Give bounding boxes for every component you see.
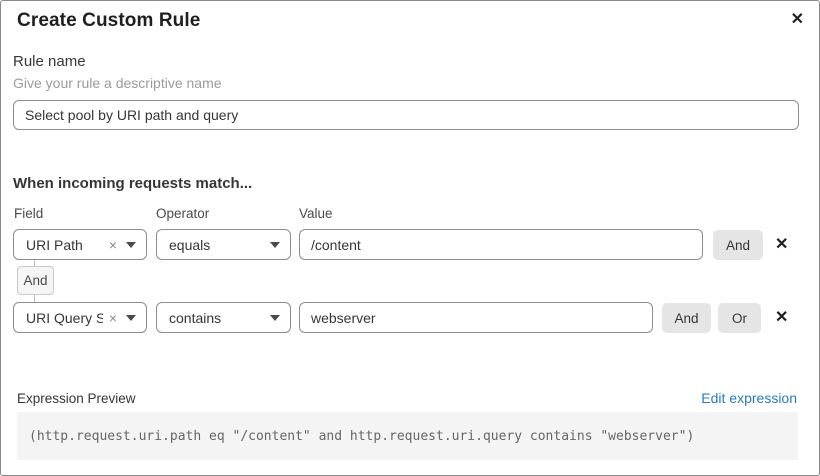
operator-select-row1-value: equals — [169, 236, 211, 253]
clear-icon[interactable]: × — [108, 309, 117, 326]
connector-line-bottom — [34, 295, 35, 302]
operator-select-row2[interactable]: contains — [156, 302, 291, 333]
connector-and-badge[interactable]: And — [17, 266, 54, 295]
rule-name-helper: Give your rule a descriptive name — [13, 75, 222, 91]
expression-code: (http.request.uri.path eq "/content" and… — [29, 428, 695, 444]
connector-line-top — [34, 260, 35, 267]
chevron-down-icon — [126, 241, 136, 248]
operator-column-label: Operator — [156, 206, 210, 221]
operator-select-row1[interactable]: equals — [156, 229, 291, 260]
rule-name-label: Rule name — [13, 53, 86, 70]
page-title: Create Custom Rule — [17, 10, 201, 31]
rule-name-input[interactable] — [13, 100, 799, 130]
field-select-row1[interactable]: URI Path × — [13, 229, 147, 260]
field-column-label: Field — [14, 206, 44, 221]
close-icon[interactable]: ✕ — [790, 11, 804, 28]
field-select-row2-value: URI Query St... — [26, 309, 103, 326]
and-button-row2[interactable]: And — [662, 303, 711, 333]
chevron-down-icon — [126, 314, 136, 321]
field-select-row1-value: URI Path — [26, 236, 83, 253]
chevron-down-icon — [270, 241, 280, 248]
value-column-label: Value — [299, 206, 333, 221]
remove-row1-icon[interactable]: ✕ — [775, 236, 789, 253]
operator-select-row2-value: contains — [169, 309, 222, 326]
value-input-row1[interactable] — [299, 229, 703, 260]
chevron-down-icon — [270, 314, 280, 321]
or-button-row2[interactable]: Or — [718, 303, 761, 333]
clear-icon[interactable]: × — [108, 236, 117, 253]
remove-row2-icon[interactable]: ✕ — [775, 309, 789, 326]
value-input-row2[interactable] — [299, 302, 653, 333]
and-button-row1[interactable]: And — [713, 230, 763, 260]
expression-preview-label: Expression Preview — [17, 391, 136, 406]
expression-code-block: (http.request.uri.path eq "/content" and… — [17, 412, 798, 460]
field-select-row2[interactable]: URI Query St... × — [13, 302, 147, 333]
match-heading: When incoming requests match... — [13, 175, 253, 192]
edit-expression-link[interactable]: Edit expression — [701, 390, 797, 406]
